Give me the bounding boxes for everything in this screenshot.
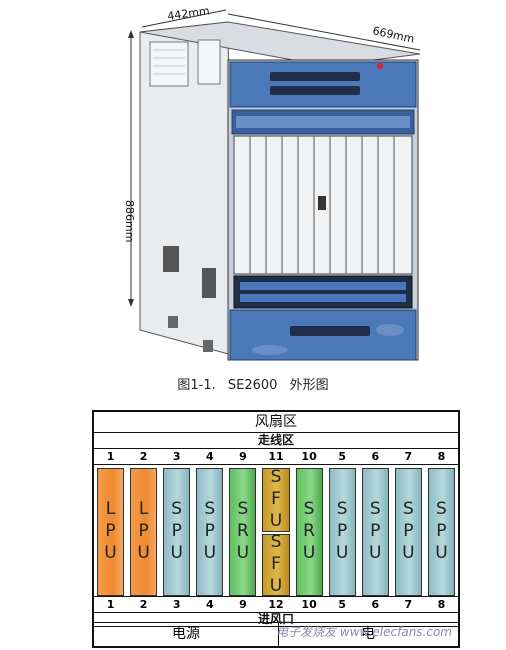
slot-number-top: 5 bbox=[338, 450, 346, 463]
width-dim-line bbox=[141, 9, 227, 28]
fan-zone-band: 风扇区 bbox=[94, 412, 458, 433]
card-label: SRU bbox=[232, 499, 253, 565]
card-spu: SPU bbox=[163, 468, 191, 596]
card-spu: SPU bbox=[196, 468, 224, 596]
card-label: SFU bbox=[265, 467, 286, 533]
card-label: SPU bbox=[332, 499, 353, 565]
card-lpu: LPU bbox=[97, 468, 125, 596]
dim-height: 886mm bbox=[123, 200, 136, 242]
figure-caption: 图1-1. SE2600 外形图 bbox=[0, 374, 506, 393]
card-sfu-upper: SFU bbox=[262, 467, 290, 533]
dim-width: 442mm bbox=[167, 4, 211, 23]
card-spu: SPU bbox=[427, 468, 455, 596]
watermark-text: 电子发烧友 www.elecfans.com bbox=[276, 625, 452, 639]
power-right: 电 bbox=[361, 626, 375, 642]
slot-number-bottom: 12 bbox=[268, 598, 284, 611]
card-label: SPU bbox=[199, 499, 220, 565]
slot-number-top: 10 bbox=[301, 450, 317, 463]
card-label: SRU bbox=[299, 499, 320, 565]
slot-number-top: 11 bbox=[268, 450, 284, 463]
slot-number-bottom: 10 bbox=[301, 598, 317, 611]
slot-number-bottom: 3 bbox=[172, 598, 181, 611]
card-label: SPU bbox=[398, 499, 419, 565]
caption-desc: 外形图 bbox=[289, 378, 329, 393]
slot-number-bottom: 4 bbox=[205, 598, 214, 611]
chassis-illustration: 442mm 669mm 886mm bbox=[123, 4, 421, 361]
slot-number-bottom: 8 bbox=[437, 598, 446, 611]
slot-number-bottom: 6 bbox=[371, 598, 380, 611]
card-sfu-lower: SFU bbox=[262, 532, 290, 598]
card-label: SFU bbox=[265, 532, 286, 598]
power-left: 电源 bbox=[94, 623, 279, 646]
slot-number-top: 8 bbox=[437, 450, 446, 463]
cable-zone-band: 走线区 bbox=[94, 432, 458, 449]
card-sru: SRU bbox=[295, 468, 323, 596]
card-lpu: LPU bbox=[130, 468, 158, 596]
slot-number-top: 2 bbox=[139, 450, 148, 463]
card-sru: SRU bbox=[229, 468, 257, 596]
card-label: SPU bbox=[166, 499, 187, 565]
top-slot-numbers: 1 2 3 4 9 11 10 5 6 7 8 bbox=[94, 449, 458, 465]
slot-number-top: 7 bbox=[404, 450, 413, 463]
slot-number-top: 9 bbox=[239, 450, 247, 463]
slot-number-top: 6 bbox=[371, 450, 380, 463]
card-spu: SPU bbox=[361, 468, 389, 596]
caption-fig-number: 图1-1. bbox=[177, 378, 216, 393]
depth-dim-line bbox=[227, 13, 421, 51]
card-label: SPU bbox=[365, 499, 386, 565]
caption-model: SE2600 bbox=[227, 378, 278, 393]
power-band: 电源 电 bbox=[94, 622, 458, 646]
card-label: SPU bbox=[431, 499, 452, 565]
slot-number-bottom: 1 bbox=[106, 598, 115, 611]
slot-number-bottom: 2 bbox=[139, 598, 148, 611]
card-label: LPU bbox=[133, 499, 154, 565]
slot-number-top: 3 bbox=[172, 450, 181, 463]
slot-number-bottom: 9 bbox=[239, 598, 247, 611]
slot-number-bottom: 7 bbox=[404, 598, 413, 611]
card-label: LPU bbox=[100, 499, 121, 565]
slot-number-bottom: 5 bbox=[338, 598, 346, 611]
card-spu: SPU bbox=[394, 468, 422, 596]
slot-number-top: 4 bbox=[205, 450, 214, 463]
card-spu: SPU bbox=[328, 468, 356, 596]
slot-number-top: 1 bbox=[106, 450, 115, 463]
